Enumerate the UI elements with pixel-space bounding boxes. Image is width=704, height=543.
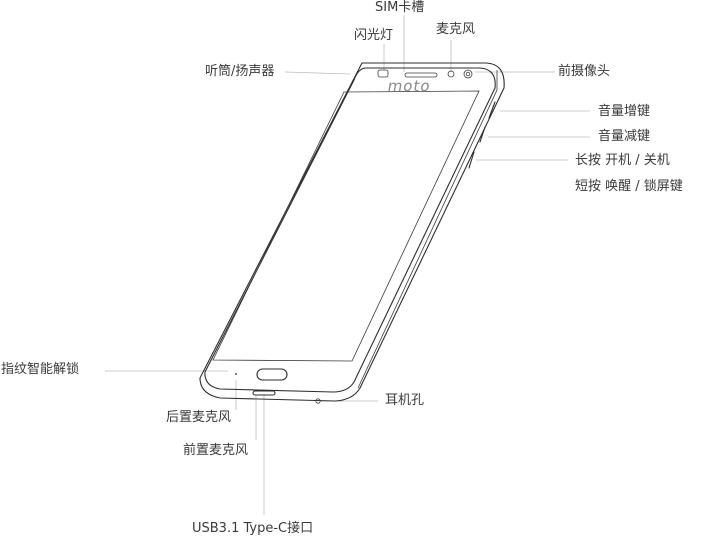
volume-down-button	[479, 126, 486, 143]
power-button	[468, 151, 475, 169]
label-mic-top: 麦克风	[436, 22, 476, 37]
brand-logo: moto	[386, 77, 432, 95]
label-vol-up: 音量增键	[598, 104, 651, 119]
earpiece-grille	[404, 72, 438, 78]
fingerprint-sensor	[256, 368, 288, 381]
mic-hole-icon	[447, 70, 455, 78]
phone-outer-edge	[199, 62, 505, 402]
label-front-mic: 前置麦克风	[183, 443, 249, 458]
front-camera-lens	[465, 71, 471, 77]
label-power-short: 短按 唤醒 / 锁屏键	[575, 179, 683, 194]
label-front-camera: 前摄像头	[558, 64, 611, 79]
phone-screen	[212, 90, 480, 362]
headphone-jack	[315, 398, 321, 404]
leader-lines	[105, 15, 590, 515]
label-flash: 闪光灯	[354, 28, 394, 43]
phone-side-line	[357, 70, 498, 389]
label-sim: SIM卡槽	[375, 0, 425, 15]
label-usb: USB3.1 Type-C接口	[192, 521, 314, 536]
label-rear-mic: 后置麦克风	[166, 410, 232, 425]
front-camera-icon	[463, 69, 473, 79]
label-vol-down: 音量减键	[598, 129, 651, 144]
phone-body: moto	[199, 62, 505, 404]
phone-front-bezel	[204, 67, 496, 393]
front-mic-dot	[235, 373, 237, 375]
leader-earpiece	[284, 71, 351, 75]
usb-port	[252, 390, 276, 396]
volume-up-button	[488, 101, 496, 119]
label-headphone: 耳机孔	[385, 393, 425, 408]
label-power-long: 长按 开机 / 关机	[575, 153, 670, 168]
label-earpiece: 听筒/扬声器	[205, 64, 275, 79]
label-fingerprint: 指纹智能解锁	[1, 362, 80, 377]
flash-icon	[377, 69, 389, 78]
